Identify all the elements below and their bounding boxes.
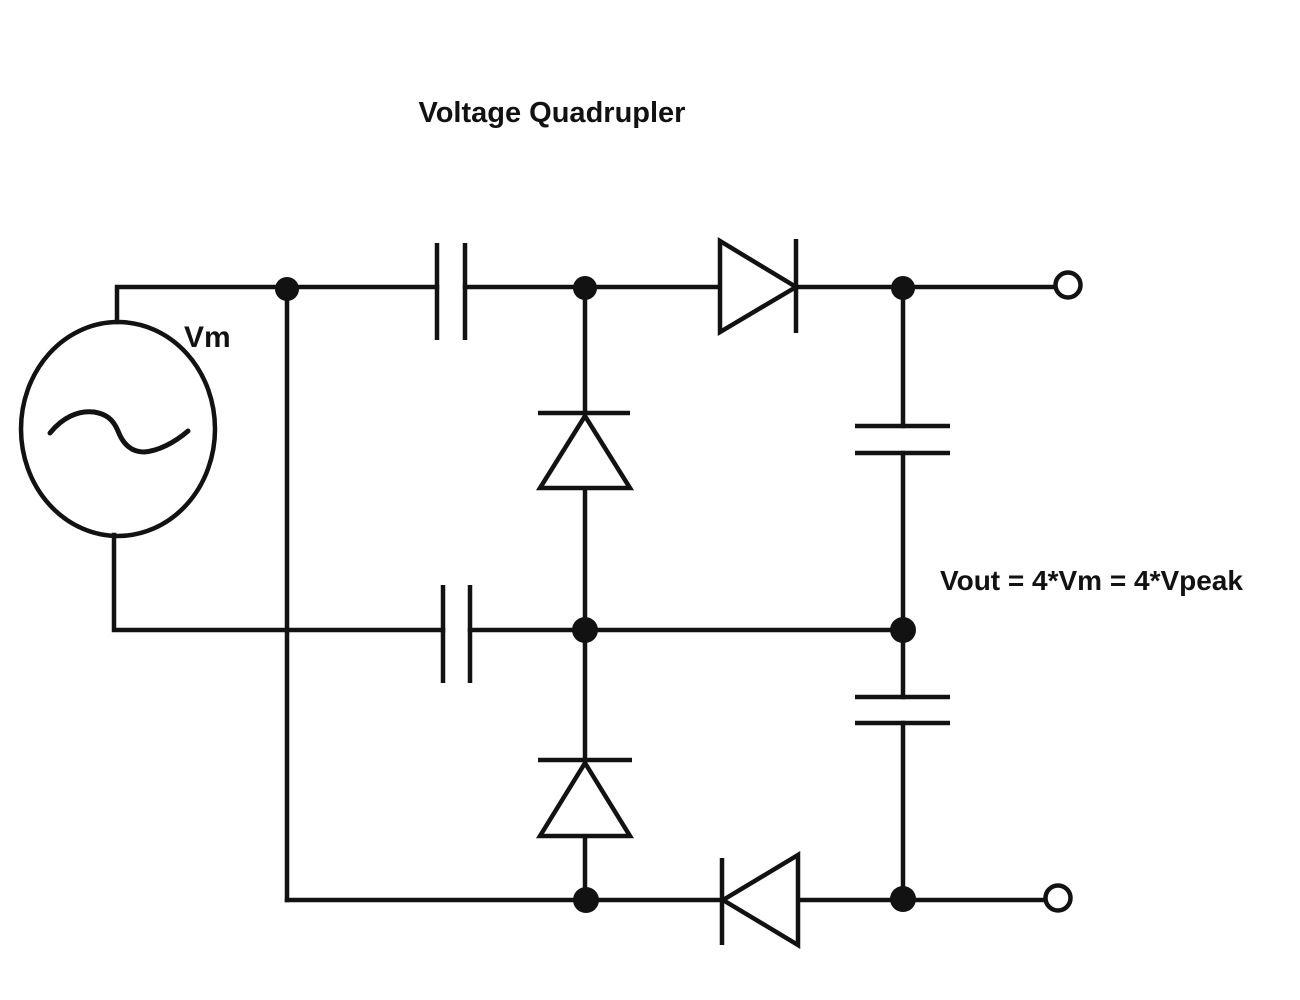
wire-source-top-to-c1 xyxy=(114,284,440,325)
terminal-top xyxy=(1053,270,1083,300)
diode-triangle xyxy=(535,758,635,839)
diode-triangle xyxy=(718,851,801,949)
terminal-bottom xyxy=(1043,883,1073,913)
sine-wave-icon xyxy=(47,409,191,455)
ac-source: Vm xyxy=(18,319,231,539)
capacitor-c3 xyxy=(855,423,950,456)
wire-source-bottom-to-c2 xyxy=(111,532,446,633)
diode-d2 xyxy=(535,410,635,491)
junction-dot xyxy=(573,276,597,300)
junction-dot xyxy=(572,617,598,643)
output-equation-label: Vout = 4*Vm = 4*Vpeak xyxy=(940,565,1243,596)
diode-d1 xyxy=(717,237,801,336)
diode-triangle xyxy=(717,237,801,336)
capacitor-c2 xyxy=(440,585,473,683)
diagram-title: Voltage Quadrupler xyxy=(419,97,686,129)
diode-triangle xyxy=(535,411,635,491)
junction-dot xyxy=(275,277,299,301)
junction-dot xyxy=(890,617,916,643)
wires xyxy=(111,284,1058,903)
capacitor-c1 xyxy=(434,243,468,340)
junction-dot xyxy=(890,886,916,912)
junction-dot xyxy=(573,887,599,913)
capacitor-c4 xyxy=(855,694,950,726)
junctions xyxy=(275,276,916,913)
diode-d4 xyxy=(718,851,801,949)
junction-dot xyxy=(891,276,915,300)
ac-source-label: Vm xyxy=(184,321,231,354)
diode-d3 xyxy=(535,757,635,839)
